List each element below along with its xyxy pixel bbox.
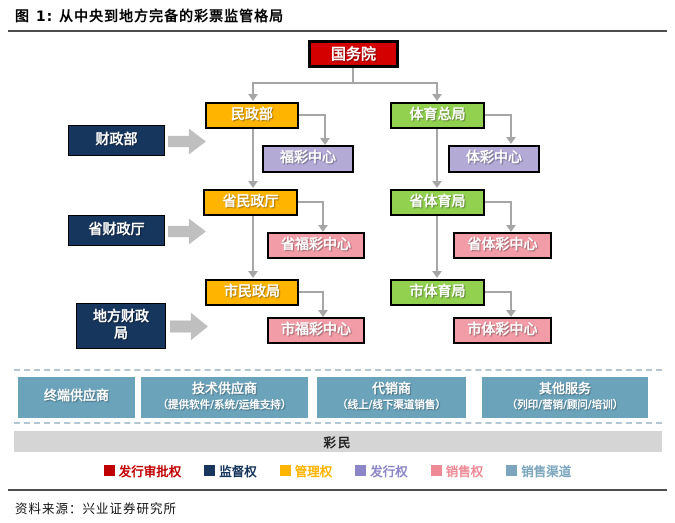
node-sports-lottery-center: 体彩中心 bbox=[448, 145, 540, 173]
connector-to-sportsadmin bbox=[436, 82, 438, 95]
arrowhead-provincial-civil bbox=[248, 181, 258, 188]
connector-civilaffairs-welfarecenter-h bbox=[299, 114, 326, 116]
arrowhead-sportsadmin bbox=[432, 94, 442, 101]
arrowhead-sportscenter bbox=[506, 137, 516, 144]
arrowhead-muniwelfare bbox=[318, 310, 328, 317]
title-divider bbox=[8, 30, 667, 32]
legend-label-2: 管理权 bbox=[294, 464, 333, 479]
connector-munisports-munisportscenter-h bbox=[485, 291, 512, 293]
node-provincial-finance-dept: 省财政厅 bbox=[68, 215, 165, 246]
node-provincial-welfare-lottery-center: 省福彩中心 bbox=[267, 232, 365, 259]
legend-item-supervision: 监督权 bbox=[204, 461, 257, 480]
node-state-council: 国务院 bbox=[308, 40, 399, 68]
dashed-divider-top bbox=[14, 369, 662, 371]
connector-provcivil-provwelfare-v bbox=[322, 201, 324, 226]
connector-civilaffairs-welfarecenter-v bbox=[324, 114, 326, 139]
connector-sportsadmin-provincial bbox=[436, 129, 438, 181]
legend-item-channel: 销售渠道 bbox=[506, 461, 571, 480]
finance-arrow-icon bbox=[168, 128, 206, 155]
connector-sportsadmin-sportscenter-h bbox=[485, 114, 512, 116]
supply-tech-title: 技术供应商 bbox=[191, 382, 257, 398]
arrowhead-provsportscenter bbox=[506, 225, 516, 232]
supply-other-subtitle: （列印/营销/顾问/培训） bbox=[506, 399, 624, 412]
supply-other-title: 其他服务 bbox=[538, 382, 591, 398]
supply-distributor: 代销商 （线上/线下渠道销售） bbox=[317, 377, 466, 418]
node-municipal-civil-affairs: 市民政局 bbox=[205, 279, 299, 306]
node-finance-ministry: 财政部 bbox=[68, 125, 165, 156]
connector-munisports-munisportscenter-v bbox=[510, 291, 512, 311]
arrowhead-municipal-civil bbox=[248, 271, 258, 278]
legend-label-0: 发行审批权 bbox=[118, 464, 182, 479]
node-local-finance-bureau: 地方财政局 bbox=[76, 303, 166, 349]
dashed-divider-bottom bbox=[14, 422, 662, 424]
supply-distributor-title: 代销商 bbox=[371, 382, 411, 398]
arrowhead-provincial-sports bbox=[432, 181, 442, 188]
legend: 发行审批权 监督权 管理权 发行权 销售权 销售渠道 bbox=[40, 461, 635, 480]
connector-civilaffairs-provincial bbox=[252, 129, 254, 181]
arrowhead-munisportscenter bbox=[506, 310, 516, 317]
legend-label-5: 销售渠道 bbox=[521, 464, 572, 479]
supply-terminal-supplier: 终端供应商 bbox=[18, 377, 135, 418]
node-municipal-sports-lottery-center: 市体彩中心 bbox=[453, 317, 552, 344]
connector-statecouncil-stem bbox=[352, 66, 354, 83]
connector-provsports-provsportscenter-v bbox=[510, 201, 512, 226]
figure-source: 资料来源：兴业证券研究所 bbox=[15, 501, 178, 516]
node-civil-affairs-ministry: 民政部 bbox=[205, 102, 299, 129]
connector-provcivil-provwelfare-h bbox=[298, 201, 324, 203]
legend-label-4: 销售权 bbox=[445, 464, 484, 479]
legend-swatch-1 bbox=[204, 465, 216, 476]
legend-label-3: 发行权 bbox=[370, 464, 408, 479]
node-provincial-sports-bureau: 省体育局 bbox=[390, 189, 485, 216]
supply-terminal-title: 终端供应商 bbox=[43, 389, 109, 405]
supply-other-services: 其他服务 （列印/营销/顾问/培训） bbox=[482, 377, 648, 418]
arrowhead-civilaffairs bbox=[248, 94, 258, 101]
legend-swatch-4 bbox=[430, 465, 442, 476]
legend-swatch-5 bbox=[506, 465, 518, 476]
legend-item-issuance: 发行权 bbox=[355, 461, 408, 480]
legend-item-management: 管理权 bbox=[279, 461, 333, 480]
node-provincial-civil-affairs: 省民政厅 bbox=[203, 189, 298, 216]
figure-title: 图 1: 从中央到地方完备的彩票监管格局 bbox=[15, 9, 285, 25]
legend-swatch-2 bbox=[279, 465, 291, 476]
node-sports-administration: 体育总局 bbox=[390, 102, 485, 129]
connector-provsports-municipal bbox=[436, 216, 438, 271]
arrowhead-provwelfare bbox=[318, 225, 328, 232]
legend-swatch-0 bbox=[103, 465, 115, 476]
connector-sportsadmin-sportscenter-v bbox=[510, 114, 512, 138]
arrowhead-municipal-sports bbox=[432, 271, 442, 278]
connector-provcivil-municipal bbox=[252, 216, 254, 271]
legend-item-approval: 发行审批权 bbox=[103, 461, 182, 480]
connector-to-civilaffairs bbox=[252, 82, 254, 95]
connector-municivil-muniwelfare-h bbox=[299, 291, 324, 293]
node-municipal-sports-bureau: 市体育局 bbox=[390, 279, 485, 306]
legend-swatch-3 bbox=[355, 465, 367, 476]
node-welfare-lottery-center: 福彩中心 bbox=[262, 145, 354, 173]
footer-divider bbox=[8, 489, 667, 491]
supply-distributor-subtitle: （线上/线下渠道销售） bbox=[337, 399, 446, 412]
connector-statecouncil-branch bbox=[252, 82, 438, 84]
supply-tech-subtitle: （提供软件/系统/运维支持） bbox=[157, 399, 292, 412]
node-municipal-welfare-lottery-center: 市福彩中心 bbox=[267, 317, 365, 344]
local-finance-arrow-icon bbox=[170, 312, 208, 341]
supply-tech-supplier: 技术供应商 （提供软件/系统/运维支持） bbox=[141, 377, 308, 418]
connector-municivil-muniwelfare-v bbox=[322, 291, 324, 311]
provincial-finance-arrow-icon bbox=[168, 218, 206, 245]
arrowhead-welfarecenter bbox=[320, 138, 330, 145]
connector-provsports-provsportscenter-h bbox=[485, 201, 512, 203]
legend-label-1: 监督权 bbox=[219, 464, 257, 479]
legend-item-sales: 销售权 bbox=[430, 461, 484, 480]
node-provincial-sports-lottery-center: 省体彩中心 bbox=[453, 232, 552, 259]
lottery-players-bar: 彩民 bbox=[14, 431, 662, 452]
